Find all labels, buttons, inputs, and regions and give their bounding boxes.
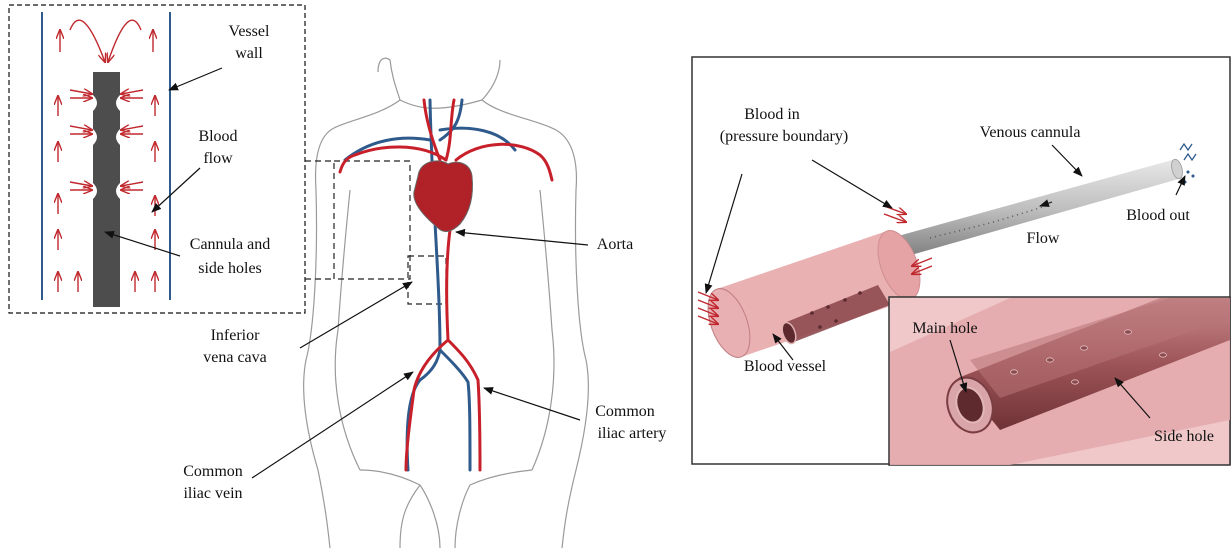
side-hole-mark [1072,380,1079,384]
ivc-label-line1: Inferior [211,327,261,344]
vessel-wall-label-line1: Vessel [229,23,270,40]
cia-label-line2: iliac artery [598,425,667,442]
civ-label-line2: iliac vein [183,485,242,502]
blood-flow-label-line2: flow [203,150,233,167]
side-hole-mark [1047,358,1054,362]
anatomy-leader-lines [252,232,588,478]
side-hole-mark [1160,353,1167,357]
aorta-label: Aorta [597,236,633,253]
region-highlight-upper [334,161,410,279]
ivc-label-line2: vena cava [203,349,267,366]
cannula-detail-inset: Vessel wall Blood flow Cannula and side … [9,5,305,313]
side-hole-mark [1011,370,1018,374]
blood-vessel-label: Blood vessel [744,358,827,375]
vessel-wall-label-line2: wall [235,45,263,62]
region-highlight-lower [408,256,446,304]
blood-in-label-line1: Blood in [744,106,800,123]
arterial-system [340,100,552,470]
blood-out-label: Blood out [1126,207,1190,224]
venous-cannula-label: Venous cannula [980,124,1081,141]
cannula-label-line1: Cannula and [190,236,270,253]
cannula-label-line2: side holes [198,260,262,277]
zoom-inset: Main hole Side hole [889,297,1230,465]
human-body-diagram: Aorta Inferior vena cava Common iliac ve… [183,58,666,548]
side-hole-mark [1125,330,1132,334]
side-hole-mark [1081,346,1088,350]
cia-label-line1: Common [595,403,655,420]
blood-in-label-line2: (pressure boundary) [720,128,848,145]
main-hole-label: Main hole [912,320,977,337]
venous-system [345,100,515,470]
cannula-body [93,72,120,307]
civ-label-line1: Common [183,463,243,480]
cannula-model-panel: Blood in (pressure boundary) Venous cann… [692,57,1230,465]
heart [414,161,473,232]
flow-label: Flow [1027,230,1060,247]
blood-flow-label-line1: Blood [198,128,237,145]
side-hole-label: Side hole [1154,428,1214,445]
